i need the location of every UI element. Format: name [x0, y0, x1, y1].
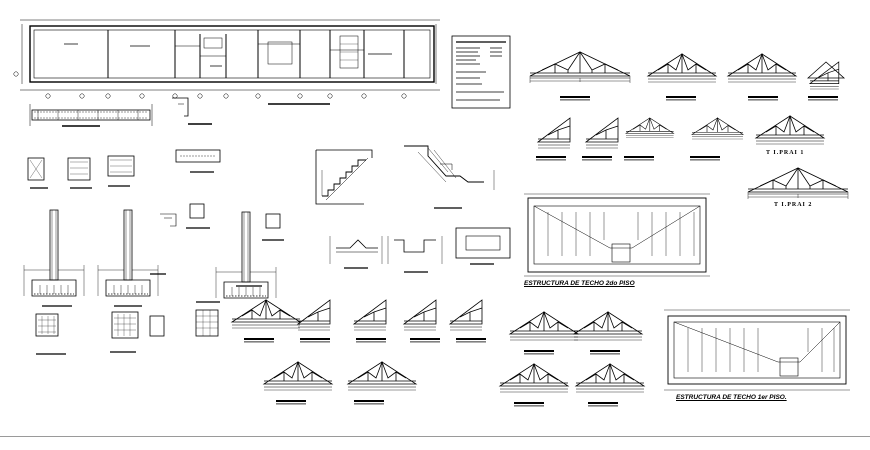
- roof-plan-1st-floor: [664, 309, 850, 391]
- bottom-rule: [0, 436, 870, 437]
- beam-elevation: [29, 97, 212, 127]
- truss-details-row2: [536, 115, 849, 200]
- roof-plan-2nd-label: ESTRUCTURA DE TECHO 2do PISO: [524, 280, 635, 287]
- truss-1-label: T I.PRAI 1: [766, 150, 805, 156]
- floor-plan: [13, 19, 440, 105]
- stair-details: [315, 145, 495, 209]
- footing-sections: [23, 149, 284, 355]
- truss-elevations-top: [529, 51, 846, 101]
- truss-details-bottom: [231, 299, 645, 407]
- roof-plan-1st-label: ESTRUCTURA DE TECHO 1er PISO.: [676, 394, 787, 401]
- roof-plan-2nd-floor: [524, 193, 710, 277]
- specifications-box: [451, 35, 511, 109]
- truss-2-label: T I.PRAI 2: [774, 202, 813, 208]
- misc-details: [329, 227, 511, 273]
